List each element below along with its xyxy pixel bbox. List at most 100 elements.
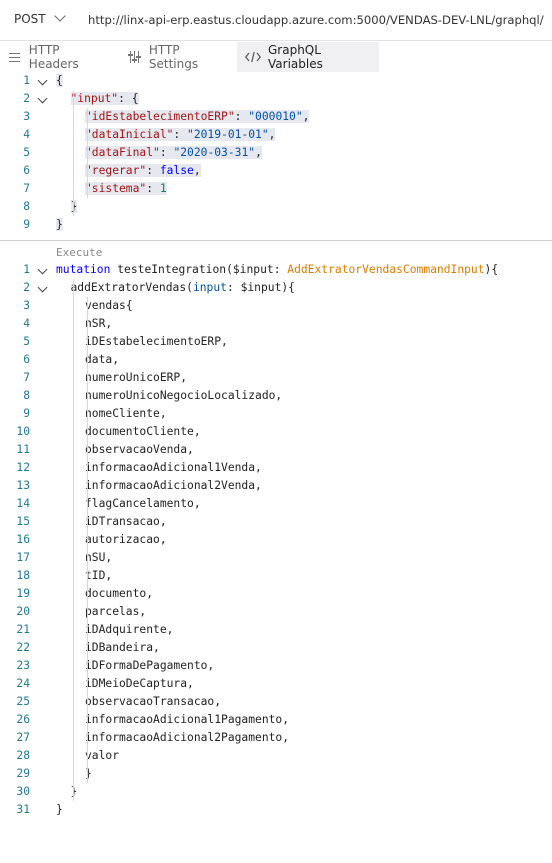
- code-line: 8}: [0, 198, 552, 216]
- line-text: valor: [85, 747, 119, 765]
- json-colon: :: [173, 128, 188, 141]
- line-text: nomeCliente,: [85, 405, 167, 423]
- field-name: observacaoVenda,: [85, 443, 194, 456]
- code-line: 29}: [0, 765, 552, 783]
- fold-chevron-icon[interactable]: [37, 93, 48, 104]
- line-text: flagCancelamento,: [85, 495, 201, 513]
- field-name: valor: [85, 749, 120, 762]
- line-text: data,: [85, 351, 119, 369]
- line-text: "idEstabelecimentoERP": "000010",: [85, 108, 310, 126]
- line-content: addExtratorVendas(input: $input){: [71, 281, 295, 294]
- line-content: numeroUnicoERP,: [85, 371, 187, 384]
- line-text: informacaoAdicional1Pagamento,: [85, 711, 289, 729]
- code-token: {: [125, 299, 133, 312]
- argument-value: $input: [240, 281, 282, 294]
- line-content: documento,: [85, 587, 153, 600]
- tab-graphql-variables[interactable]: GraphQL Variables: [237, 42, 379, 72]
- line-content: observacaoVenda,: [85, 443, 194, 456]
- code-line: 2 "input": {: [0, 90, 552, 108]
- method-select[interactable]: POST: [14, 10, 66, 26]
- line-number: 24: [16, 677, 30, 690]
- json-colon: :: [146, 182, 160, 195]
- line-number: 21: [16, 623, 30, 636]
- code-token: (: [226, 263, 233, 276]
- json-colon: :: [146, 164, 160, 177]
- fold-chevron-icon[interactable]: [37, 282, 48, 293]
- line-number: 8: [23, 389, 30, 402]
- line-text: "dataInicial": "2019-01-01",: [85, 126, 276, 144]
- indent-guide: [87, 297, 88, 783]
- line-number: 13: [16, 479, 30, 492]
- code-token: (: [186, 281, 193, 294]
- code-token: ){: [484, 263, 499, 276]
- tab-http-headers[interactable]: HTTP Headers: [0, 42, 112, 72]
- line-content: iDBandeira,: [85, 641, 160, 654]
- line-number: 26: [16, 713, 30, 726]
- json-key: "regerar": [85, 164, 147, 177]
- line-content: parcelas,: [85, 605, 146, 618]
- fold-chevron-icon[interactable]: [37, 264, 48, 275]
- line-content: "dataInicial": "2019-01-01",: [85, 128, 276, 141]
- tab-http-settings[interactable]: HTTP Settings: [120, 42, 232, 72]
- line-content: }: [70, 200, 78, 213]
- line-number: 10: [16, 425, 30, 438]
- line-text: documento,: [85, 585, 153, 603]
- line-text: documentoCliente,: [85, 423, 201, 441]
- line-text: "input": {: [70, 90, 139, 108]
- line-number: 17: [16, 551, 30, 564]
- json-comma: ,: [268, 128, 276, 141]
- line-number: 27: [16, 731, 30, 744]
- execute-button[interactable]: Execute: [56, 246, 103, 259]
- line-number: 31: [16, 803, 30, 816]
- line-number: 1: [23, 74, 30, 87]
- line-number: 1: [23, 263, 30, 276]
- field-name: flagCancelamento,: [85, 497, 201, 510]
- json-value: "2019-01-01": [187, 128, 269, 141]
- line-text: observacaoTransacao,: [85, 693, 221, 711]
- field-name: documento,: [85, 587, 154, 600]
- method-label: POST: [14, 12, 46, 26]
- type-name: AddExtratorVendasCommandInput: [287, 263, 485, 276]
- code-line: 6 data,: [0, 351, 552, 369]
- field-name: informacaoAdicional1Pagamento,: [85, 713, 290, 726]
- line-number: 28: [16, 749, 30, 762]
- line-content: iDMeioDeCaptura,: [85, 677, 194, 690]
- field-name: tID,: [85, 569, 113, 582]
- line-text: parcelas,: [85, 603, 146, 621]
- json-comma: ,: [302, 110, 310, 123]
- fold-chevron-icon[interactable]: [37, 75, 48, 86]
- line-number: 4: [23, 317, 30, 330]
- url-input[interactable]: http://linx-api-erp.eastus.cloudapp.azur…: [88, 13, 544, 27]
- field-name: addExtratorVendas: [70, 281, 187, 294]
- field-name: vendas: [85, 299, 126, 312]
- code-line: 10 documentoCliente,: [0, 423, 552, 441]
- line-number: 6: [23, 353, 30, 366]
- field-name: numeroUnicoNegocioLocalizado,: [85, 389, 283, 402]
- line-text: iDFormaDePagamento,: [85, 657, 214, 675]
- line-content: informacaoAdicional2Venda,: [85, 479, 262, 492]
- json-value: "2020-03-31": [173, 146, 256, 159]
- code-icon: [245, 51, 261, 63]
- query-editor[interactable]: 1 mutation testeIntegration($input: AddEx…: [0, 261, 552, 841]
- line-number: 2: [23, 92, 30, 105]
- line-content: informacaoAdicional1Pagamento,: [85, 713, 289, 726]
- operation-name: testeIntegration: [117, 263, 227, 276]
- line-content: "input": {: [70, 92, 139, 105]
- line-text: mutation testeIntegration($input: AddExt…: [56, 261, 498, 279]
- variables-editor[interactable]: 1{2"input": {3"idEstabelecimentoERP": "0…: [0, 72, 552, 238]
- line-content: "sistema": 1: [85, 182, 167, 195]
- line-content: flagCancelamento,: [85, 497, 201, 510]
- line-text: "regerar": false,: [85, 162, 201, 180]
- line-content: informacaoAdicional2Pagamento,: [85, 731, 289, 744]
- code-line: 28 valor: [0, 747, 552, 765]
- close-brace: }: [85, 767, 92, 780]
- line-number: 8: [23, 200, 30, 213]
